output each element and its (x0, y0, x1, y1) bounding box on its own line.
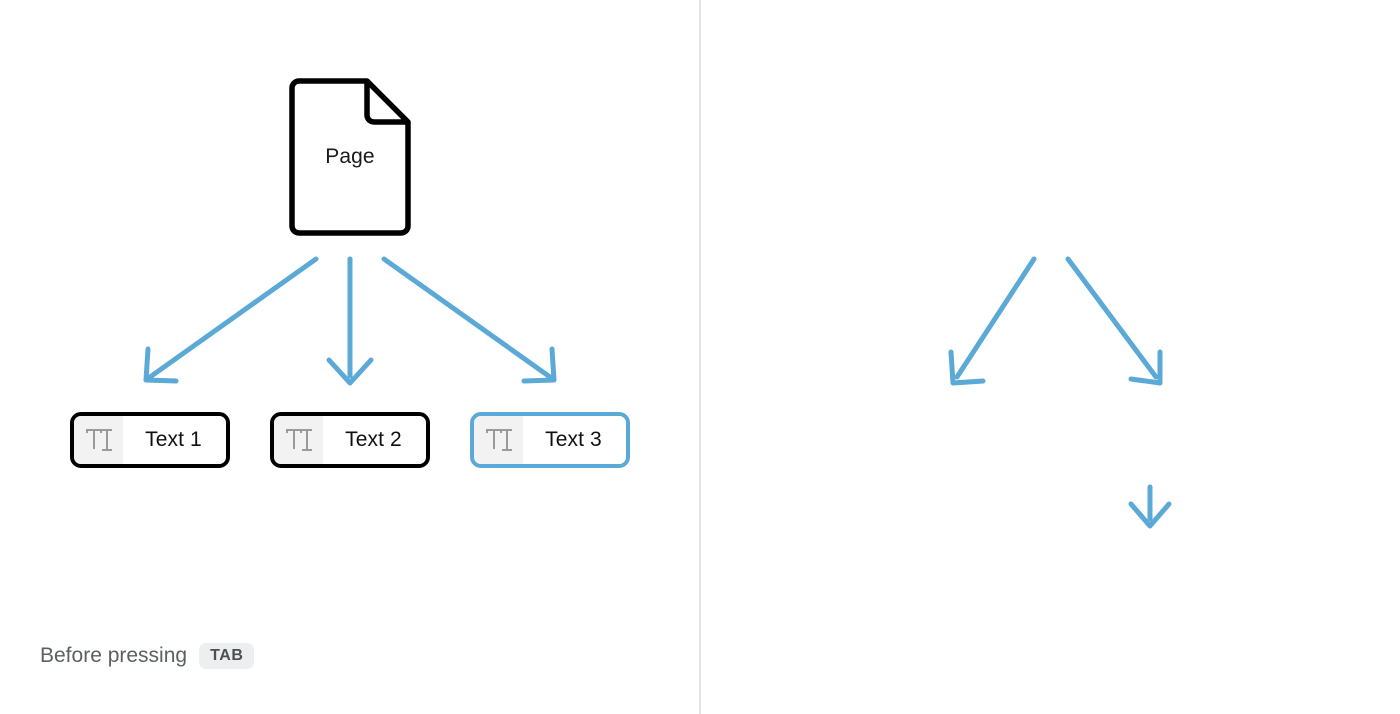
panel-after: Page Text 1 Text 2 (701, 0, 1400, 714)
arrow-page-to-text2 (326, 256, 374, 386)
text-node-label: Text 2 (323, 416, 426, 464)
tab-key-badge: TAB (199, 643, 254, 669)
text-node-text1[interactable]: Text 1 (70, 412, 230, 468)
caption-before: Before pressing TAB (40, 643, 254, 669)
page-node[interactable]: Page (289, 78, 411, 236)
page-document-icon (289, 78, 411, 236)
arrow-page-to-text2 (1065, 256, 1163, 386)
panel-divider (699, 0, 701, 714)
caption-text: Before pressing (40, 644, 188, 667)
page-node-label: Page (325, 145, 375, 168)
arrow-page-to-text1 (143, 256, 319, 384)
text-cursor-icon (74, 416, 123, 464)
arrow-page-to-text1 (948, 256, 1037, 386)
text-node-label: Text 3 (523, 416, 626, 464)
arrow-page-to-text3 (381, 256, 557, 384)
text-node-label: Text 1 (123, 416, 226, 464)
text-cursor-icon (474, 416, 523, 464)
text-node-text2[interactable]: Text 2 (270, 412, 430, 468)
arrow-layer-after (948, 256, 1172, 529)
arrow-text2-to-text3 (1128, 484, 1172, 529)
panel-before: Page Text 1 Text 2 (0, 0, 699, 714)
text-cursor-icon (274, 416, 323, 464)
text-node-text3[interactable]: Text 3 (470, 412, 630, 468)
